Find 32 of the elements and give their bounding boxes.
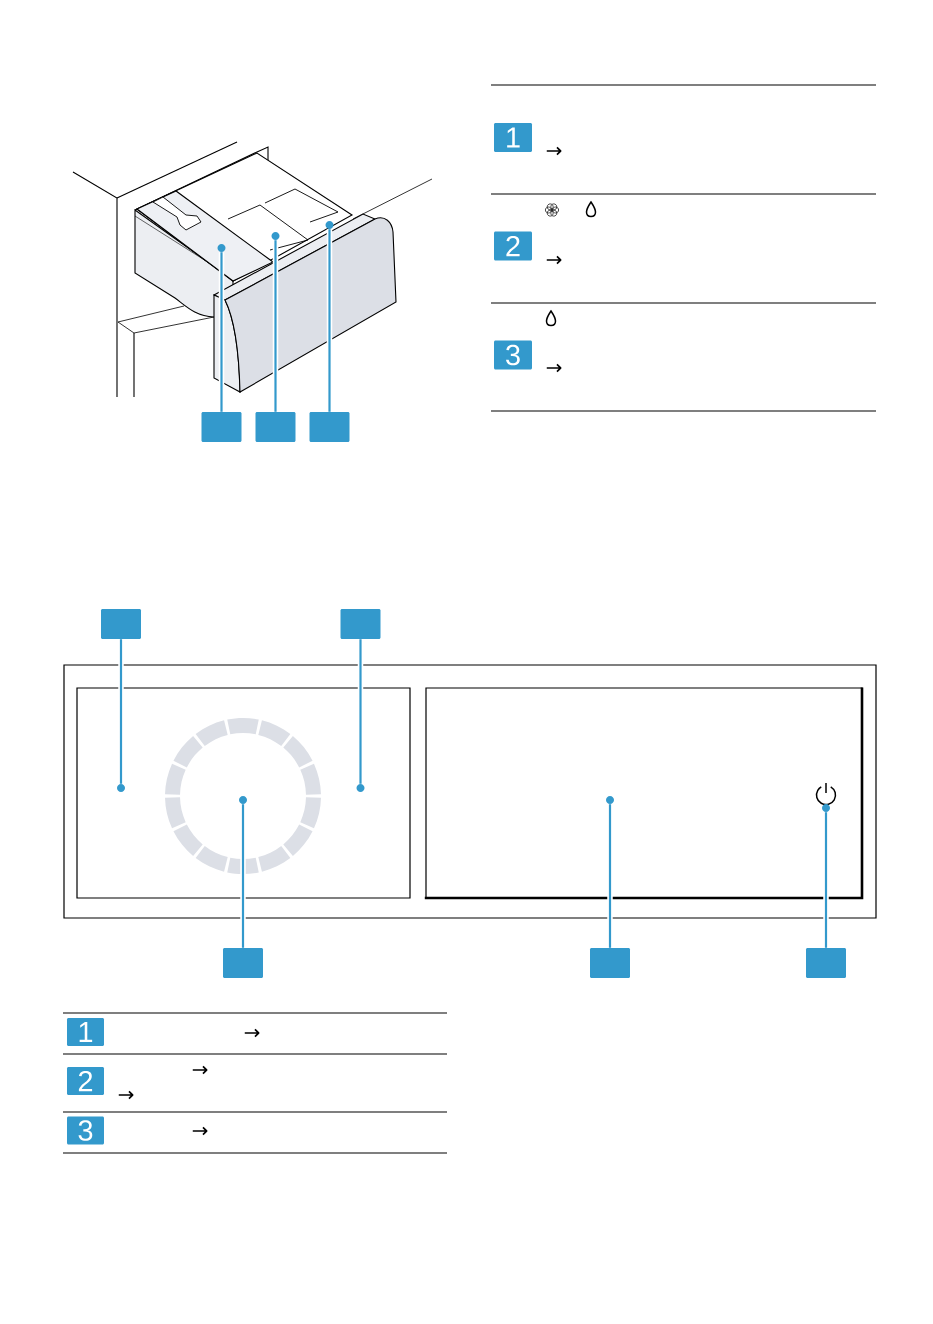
leader-line bbox=[118, 639, 124, 784]
leader-line bbox=[272, 240, 279, 412]
callout-box bbox=[201, 412, 242, 442]
callout-box bbox=[255, 412, 296, 442]
dial-ring bbox=[165, 718, 321, 874]
leader-line bbox=[357, 639, 364, 784]
arrow-glyph: → bbox=[192, 1126, 208, 1136]
arrow-glyph: → bbox=[244, 1028, 260, 1038]
leader-line bbox=[240, 804, 246, 948]
callout-box bbox=[309, 412, 350, 442]
leader-line bbox=[823, 812, 829, 948]
number-badge: 3 bbox=[494, 340, 532, 370]
leader-line bbox=[218, 252, 225, 412]
leader-line bbox=[326, 229, 333, 412]
callout-box bbox=[223, 948, 263, 978]
leader-line bbox=[607, 804, 613, 948]
arrow-glyph: → bbox=[192, 1065, 208, 1075]
arrow-glyph: → bbox=[546, 255, 562, 265]
number-badge: 1 bbox=[494, 123, 532, 152]
arrow-glyph: → bbox=[118, 1090, 134, 1100]
number-badge: 1 bbox=[67, 1018, 104, 1046]
callout-box bbox=[340, 609, 381, 639]
callout-box bbox=[101, 609, 141, 639]
arrow-glyph: → bbox=[546, 363, 562, 373]
callout-box bbox=[806, 948, 846, 978]
number-badge: 2 bbox=[67, 1067, 104, 1095]
number-badge: 3 bbox=[67, 1116, 104, 1145]
number-badge: 2 bbox=[494, 231, 532, 261]
panel-section bbox=[424, 687, 864, 900]
panel-section bbox=[76, 687, 411, 899]
callout-box bbox=[590, 948, 630, 978]
arrow-glyph: → bbox=[546, 146, 562, 156]
